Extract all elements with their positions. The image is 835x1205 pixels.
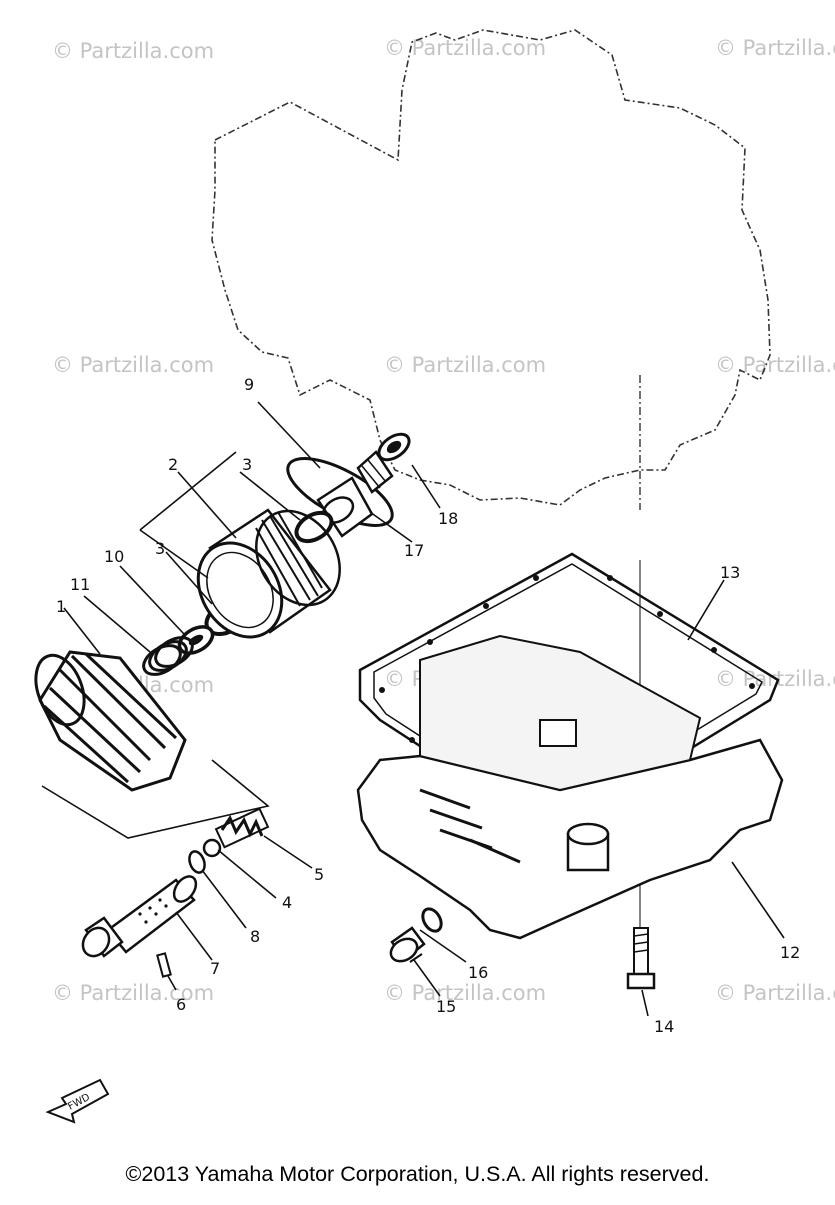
callout-10: 10 — [104, 547, 124, 566]
callout-6: 6 — [176, 995, 186, 1014]
watermark: © Partzilla.com — [52, 39, 214, 63]
callout-17: 17 — [404, 541, 424, 560]
callout-18: 18 — [438, 509, 458, 528]
washer-part — [188, 850, 206, 874]
relief-valve-part — [81, 875, 198, 958]
spring-part — [214, 807, 270, 849]
watermark: © Partzilla.com — [52, 353, 214, 377]
engine-outline — [211, 29, 771, 506]
callout-9: 9 — [244, 375, 254, 394]
callouts: 1 2 3 3 4 5 6 7 8 9 10 11 12 13 14 15 16… — [56, 375, 800, 1036]
callout-2: 2 — [168, 455, 178, 474]
group-bracket — [139, 529, 209, 579]
fitting-part — [316, 450, 394, 538]
callout-4: 4 — [282, 893, 292, 912]
watermark: © Partzilla.com — [52, 981, 214, 1005]
ball-part — [202, 838, 222, 858]
drain-plug-part — [389, 926, 426, 963]
copyright-notice: ©2013 Yamaha Motor Corporation, U.S.A. A… — [125, 1162, 710, 1186]
watermark: © Partzilla.com — [715, 981, 835, 1005]
callout-3: 3 — [155, 539, 165, 558]
forward-arrow-icon: FWD — [45, 1078, 110, 1124]
watermark: © Partzilla.com — [715, 36, 835, 60]
watermark: © Partzilla.com — [384, 981, 546, 1005]
group-bracket — [139, 451, 237, 531]
callout-13: 13 — [720, 563, 740, 582]
callout-12: 12 — [780, 943, 800, 962]
callout-16: 16 — [468, 963, 488, 982]
washer-part — [421, 907, 443, 933]
callout-11: 11 — [70, 575, 90, 594]
callout-3: 3 — [242, 455, 252, 474]
leader-lines — [63, 401, 785, 1017]
pin-part — [156, 952, 172, 978]
watermark: © Partzilla.com — [384, 353, 546, 377]
callout-7: 7 — [210, 959, 220, 978]
callout-8: 8 — [250, 927, 260, 946]
oil-pan-part — [356, 634, 784, 940]
filter-element-part — [196, 508, 341, 639]
callout-15: 15 — [436, 997, 456, 1016]
group-bracket — [41, 759, 270, 839]
callout-1: 1 — [56, 597, 66, 616]
bolt-part — [626, 927, 656, 990]
oil-filter-part — [34, 650, 187, 792]
callout-5: 5 — [314, 865, 324, 884]
callout-14: 14 — [654, 1017, 674, 1036]
spring-part — [142, 636, 194, 676]
watermark: © Partzilla.com — [715, 353, 835, 377]
